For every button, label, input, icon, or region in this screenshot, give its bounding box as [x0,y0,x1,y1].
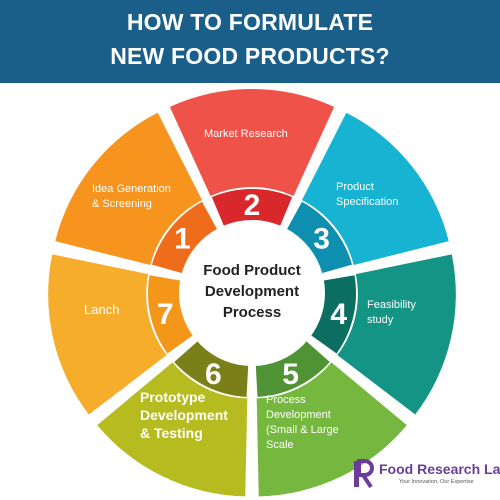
number-band-step-1 [151,201,219,274]
step-3-label-line-2: Specification [336,196,398,208]
number-band-step-5 [255,339,330,397]
step-number-5: 5 [282,358,299,391]
number-band-step-2 [211,189,293,229]
step-5-label-line-1: Process [266,394,306,406]
step-5-label-line-2: Development [266,409,331,421]
center-title-line-1: Food Product [203,262,301,279]
step-4-label-line-1: Feasibility [367,299,416,311]
step-number-3: 3 [313,223,330,256]
step-number-1: 1 [174,223,191,256]
step-6-label-line-2: Development [140,407,228,423]
step-1-label-line-2: & Screening [92,198,152,210]
step-7-label-line-1: Lanch [84,302,119,317]
brand-name: Food Research Lab [379,461,500,477]
segment-step-6 [97,362,248,497]
step-5-label-line-4: Scale [266,439,294,451]
title-line-1: HOW TO FORMULATE [126,9,374,35]
step-3-label-line-1: Product [336,181,374,193]
center-title-line-2: Development [205,283,299,300]
number-band-step-3 [285,201,353,274]
number-band-step-4 [308,275,356,354]
step-number-7: 7 [157,298,174,331]
brand-logo-block: Food Research Lab Your Innovation, Our E… [352,455,500,495]
step-number-6: 6 [205,358,222,391]
step-1-label-line-1: Idea Generation [92,183,171,195]
step-2-label-line-1: Market Research [204,128,288,140]
segment-step-1 [55,112,203,265]
step-6-label-line-1: Prototype [140,389,206,405]
segment-step-4 [337,254,456,415]
segment-step-5 [256,362,407,497]
title-banner: HOW TO FORMULATE NEW FOOD PRODUCTS? [0,0,500,83]
brand-tagline: Your Innovation, Our Expertise [399,479,474,485]
title-line-2: NEW FOOD PRODUCTS? [110,43,390,69]
step-4-label-line-2: study [367,314,394,326]
step-6-label-line-3: & Testing [140,425,203,441]
step-number-2: 2 [244,189,261,222]
step-number-4: 4 [330,298,347,331]
step-5-label-line-3: (Small & Large [266,424,339,436]
number-band-step-6 [174,339,249,397]
segment-step-7 [48,254,167,415]
center-title-line-3: Process [223,304,281,321]
segment-step-2 [169,89,335,197]
segment-step-3 [301,112,449,265]
center-disc [179,220,325,366]
food-research-lab-logo-icon [354,459,374,489]
number-band-step-7 [148,275,196,354]
